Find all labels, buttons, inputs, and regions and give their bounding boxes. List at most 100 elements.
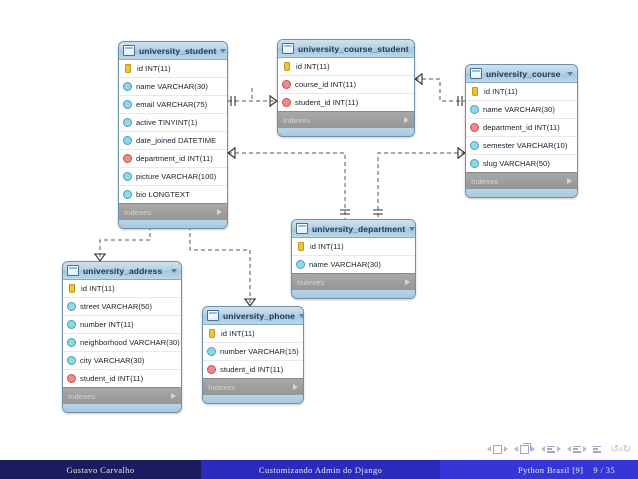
chevron-down-icon[interactable] xyxy=(412,46,414,51)
er-field-list: id INT(11) name VARCHAR(30) email VARCHAR(… xyxy=(119,60,227,203)
er-field-row[interactable]: id INT(11) xyxy=(203,325,303,343)
er-table-footer-strip xyxy=(292,290,415,298)
er-table-header[interactable]: university_phone xyxy=(203,307,303,325)
er-table-header[interactable]: university_department xyxy=(292,220,415,238)
er-indexes-bar[interactable]: Indexes xyxy=(63,387,181,404)
er-table-footer-strip xyxy=(203,395,303,403)
footer-author: Gustavo Carvalho xyxy=(0,460,201,479)
er-field-label: department_id INT(11) xyxy=(136,154,213,163)
presentation-nav-icon[interactable] xyxy=(592,445,601,453)
slide-footer: Gustavo Carvalho Customizando Admin do D… xyxy=(0,460,638,479)
table-icon xyxy=(296,223,308,234)
er-table-footer-strip xyxy=(119,220,227,228)
expand-indexes-icon[interactable] xyxy=(171,393,176,399)
er-field-row[interactable]: email VARCHAR(75) xyxy=(119,96,227,114)
er-field-row[interactable]: department_id INT(11) xyxy=(466,119,577,137)
er-field-row[interactable]: picture VARCHAR(100) xyxy=(119,168,227,186)
er-field-row[interactable]: number VARCHAR(15) xyxy=(203,343,303,361)
er-field-row[interactable]: id INT(11) xyxy=(278,58,414,76)
er-field-row[interactable]: active TINYINT(1) xyxy=(119,114,227,132)
er-field-list: id INT(11) name VARCHAR(30)department_id … xyxy=(466,83,577,172)
er-indexes-bar[interactable]: Indexes xyxy=(203,378,303,395)
er-table-header[interactable]: university_course_student xyxy=(278,40,414,58)
er-field-row[interactable]: street VARCHAR(50) xyxy=(63,298,181,316)
er-field-row[interactable]: slug VARCHAR(50) xyxy=(466,155,577,172)
er-field-label: name VARCHAR(30) xyxy=(136,82,208,91)
expand-indexes-icon[interactable] xyxy=(217,209,222,215)
section-nav-icon[interactable] xyxy=(566,445,587,453)
slide-nav-icon[interactable] xyxy=(486,444,508,454)
rel-department-course xyxy=(377,152,465,219)
er-table-header[interactable]: university_course xyxy=(466,65,577,83)
primary-key-icon xyxy=(284,62,290,71)
expand-indexes-icon[interactable] xyxy=(567,178,572,184)
er-field-row[interactable]: bio LONGTEXT xyxy=(119,186,227,203)
back-search-forward-nav-icons[interactable]: ↺⌕↻ xyxy=(610,443,631,455)
column-icon xyxy=(470,141,479,150)
chevron-down-icon[interactable] xyxy=(171,268,177,273)
expand-indexes-icon[interactable] xyxy=(405,279,410,285)
er-indexes-bar[interactable]: Indexes xyxy=(292,273,415,290)
er-field-row[interactable]: course_id INT(11) xyxy=(278,76,414,94)
er-field-row[interactable]: department_id INT(11) xyxy=(119,150,227,168)
column-icon xyxy=(123,190,132,199)
chevron-down-icon[interactable] xyxy=(298,313,303,318)
beamer-navigation-symbols[interactable]: ↺⌕↻ xyxy=(486,440,631,458)
chevron-down-icon[interactable] xyxy=(220,48,227,53)
rel-department-student xyxy=(228,152,346,219)
er-field-label: id INT(11) xyxy=(296,62,330,71)
er-table-header[interactable]: university_student xyxy=(119,42,227,60)
er-field-label: name VARCHAR(30) xyxy=(309,260,381,269)
er-field-row[interactable]: student_id INT(11) xyxy=(278,94,414,111)
er-field-label: picture VARCHAR(100) xyxy=(136,172,217,181)
er-field-label: id INT(11) xyxy=(137,64,171,73)
er-indexes-bar[interactable]: Indexes xyxy=(466,172,577,189)
table-icon xyxy=(67,265,79,276)
column-icon xyxy=(123,136,132,145)
card-many-course-dept xyxy=(457,147,466,159)
er-field-row[interactable]: name VARCHAR(30) xyxy=(466,101,577,119)
expand-indexes-icon[interactable] xyxy=(404,117,409,123)
table-icon xyxy=(470,68,482,79)
er-field-row[interactable]: student_id INT(11) xyxy=(203,361,303,378)
er-field-row[interactable]: number INT(11) xyxy=(63,316,181,334)
er-field-row[interactable]: city VARCHAR(30) xyxy=(63,352,181,370)
er-field-label: student_id INT(11) xyxy=(80,374,144,383)
er-field-row[interactable]: name VARCHAR(30) xyxy=(292,256,415,273)
chevron-down-icon[interactable] xyxy=(567,71,573,76)
er-table-header[interactable]: university_address xyxy=(63,262,181,280)
card-one-dept-course xyxy=(373,209,383,215)
er-table-title: university_department xyxy=(312,223,406,234)
er-field-row[interactable]: neighborhood VARCHAR(30) xyxy=(63,334,181,352)
er-field-list: id INT(11)street VARCHAR(50)number INT(1… xyxy=(63,280,181,387)
foreign-key-icon xyxy=(67,374,76,383)
er-field-row[interactable]: semester VARCHAR(10) xyxy=(466,137,577,155)
frame-nav-icon[interactable] xyxy=(513,442,535,454)
card-many-student-dept xyxy=(227,147,236,159)
er-field-row[interactable]: id INT(11) xyxy=(466,83,577,101)
er-field-row[interactable]: id INT(11) xyxy=(63,280,181,298)
er-table-title: university_course_student xyxy=(298,43,409,54)
er-indexes-bar[interactable]: Indexes xyxy=(119,203,227,220)
er-field-label: id INT(11) xyxy=(484,87,518,96)
er-table-title: university_phone xyxy=(223,310,295,321)
er-field-row[interactable]: id INT(11) xyxy=(292,238,415,256)
expand-indexes-icon[interactable] xyxy=(293,384,298,390)
chevron-down-icon[interactable] xyxy=(409,226,415,231)
er-field-row[interactable]: student_id INT(11) xyxy=(63,370,181,387)
er-field-row[interactable]: id INT(11) xyxy=(119,60,227,78)
primary-key-icon xyxy=(69,284,75,293)
er-table-footer-strip xyxy=(278,128,414,136)
er-field-row[interactable]: name VARCHAR(30) xyxy=(119,78,227,96)
er-indexes-bar[interactable]: Indexes xyxy=(278,111,414,128)
er-field-row[interactable]: date_joined DATETIME xyxy=(119,132,227,150)
er-field-label: slug VARCHAR(50) xyxy=(483,159,550,168)
subsection-nav-icon[interactable] xyxy=(540,445,561,453)
